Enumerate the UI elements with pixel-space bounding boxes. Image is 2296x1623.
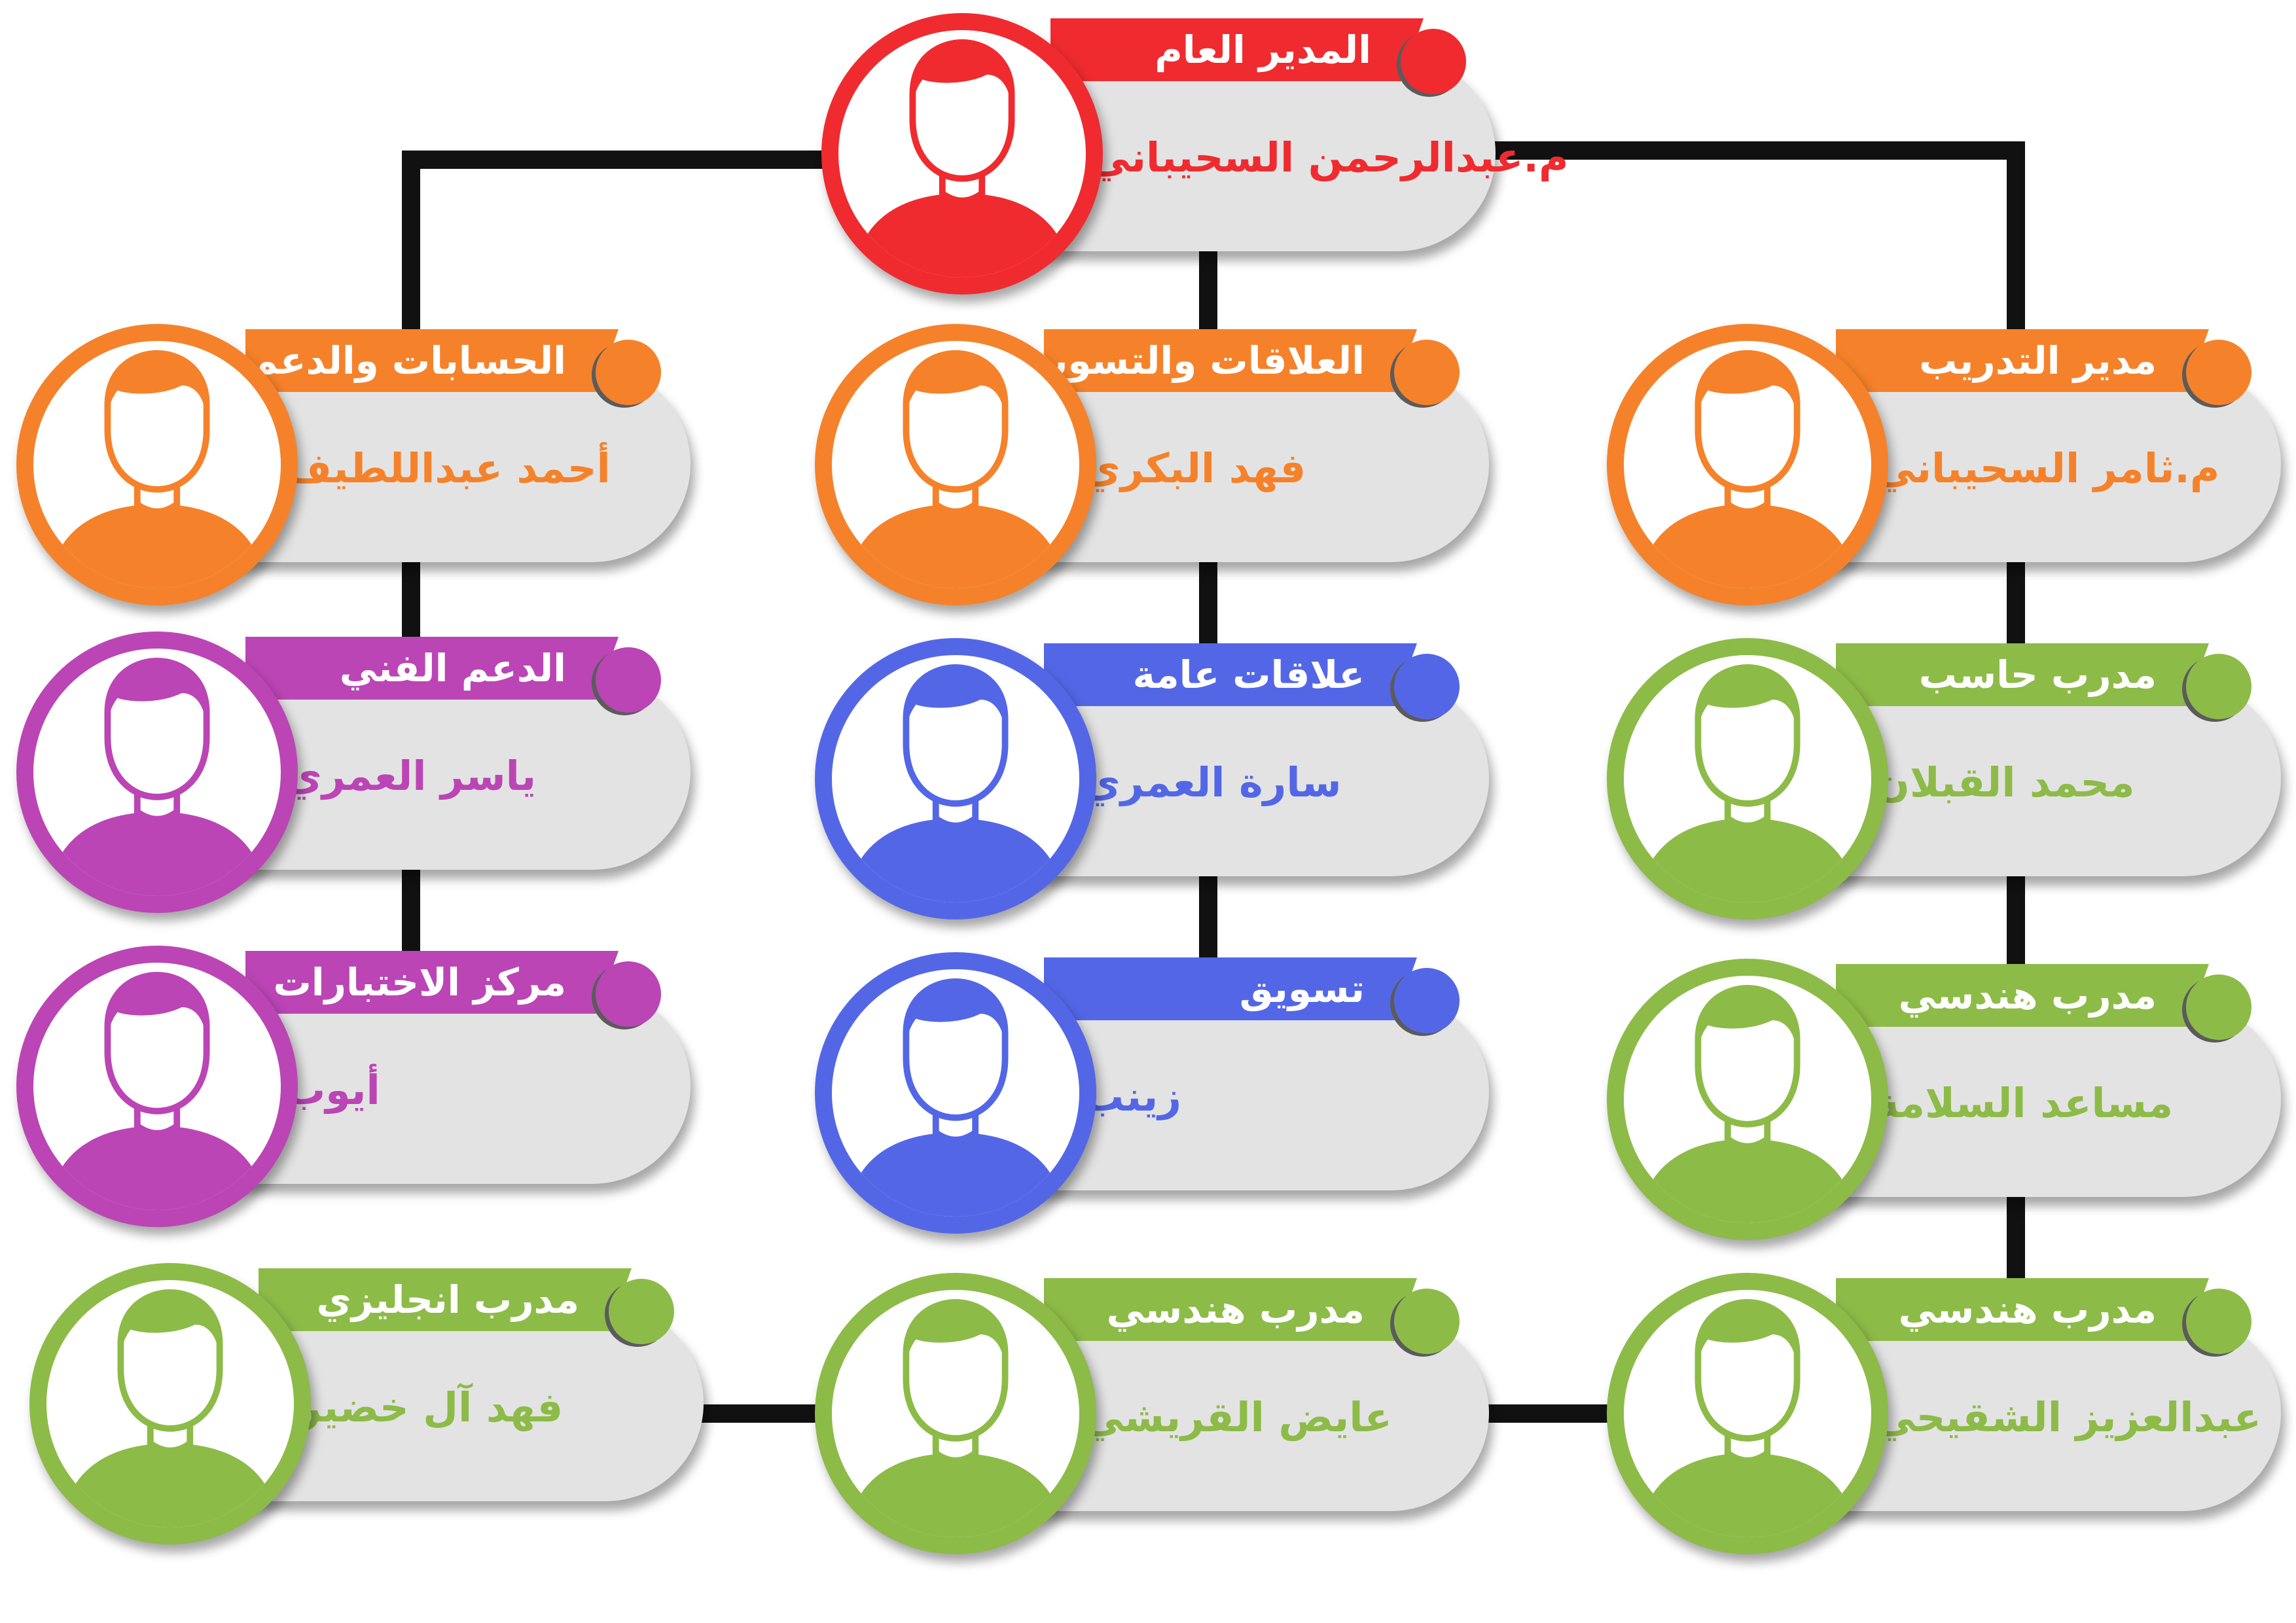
- card-technical-support: الدعم الفني ياسر العمري: [16, 632, 704, 913]
- card-title: العلاقات والتسويق: [1019, 338, 1365, 383]
- card-name: مساعد السلامة: [1875, 1079, 2174, 1127]
- title-banner: مدرب هندسي: [1836, 964, 2209, 1027]
- accent-dot: [2186, 654, 2251, 719]
- title-banner: علاقات عامة: [1044, 643, 1417, 706]
- person-avatar-icon: [33, 649, 281, 896]
- person-avatar-icon: [33, 341, 281, 588]
- card-name: م.عبدالرحمن السحيباني: [1090, 133, 1569, 181]
- title-banner: مدرب هندسي: [1044, 1278, 1417, 1341]
- avatar: [815, 952, 1096, 1234]
- title-banner: الدعم الفني: [245, 637, 619, 700]
- title-banner: تسويق: [1044, 957, 1417, 1020]
- card-engineering-trainer-3: مدرب هندسي عايض القريشي: [815, 1273, 1502, 1554]
- card-title: الحسابات والدعم: [250, 338, 566, 383]
- card-name: م.ثامر السحيباني: [1875, 444, 2220, 492]
- card-general-manager: المدير العام م.عبدالرحمن السحيباني: [821, 13, 1569, 294]
- card-title: علاقات عامة: [1132, 652, 1365, 697]
- card-testing-center: مركز الاختبارات أيوب: [16, 946, 704, 1227]
- card-name: فهد آل خضير: [298, 1383, 564, 1431]
- accent-dot: [596, 340, 661, 405]
- title-banner: الحسابات والدعم: [245, 329, 619, 392]
- card-title: تسويق: [1239, 967, 1365, 1011]
- card-name: محمد القبلان: [1875, 758, 2135, 806]
- avatar: [1607, 1273, 1888, 1554]
- person-avatar-icon: [838, 30, 1086, 277]
- person-avatar-icon: [1624, 1290, 1871, 1537]
- accent-dot: [609, 1279, 674, 1344]
- accent-dot: [1394, 1289, 1460, 1354]
- card-name: أيوب: [285, 1065, 380, 1114]
- accent-dot: [2186, 340, 2251, 405]
- avatar: [29, 1263, 311, 1544]
- title-banner: مدرب هندسي: [1836, 1278, 2209, 1341]
- accent-dot: [1401, 29, 1466, 94]
- title-banner: مركز الاختبارات: [245, 951, 619, 1014]
- card-title: مدرب انجليزي: [316, 1277, 579, 1322]
- card-name: أحمد عبداللطيف: [285, 444, 611, 492]
- card-title: مدرب هندسي: [1106, 1287, 1365, 1332]
- card-title: مدرب حاسب: [1918, 652, 2157, 697]
- card-title: مركز الاختبارات: [273, 960, 566, 1005]
- person-avatar-icon: [832, 655, 1079, 902]
- card-name: سارة العمري: [1083, 758, 1342, 806]
- person-avatar-icon: [832, 969, 1079, 1217]
- avatar: [16, 946, 298, 1227]
- person-avatar-icon: [1624, 655, 1871, 902]
- connector-top-to-right: [1466, 141, 2025, 366]
- accent-dot: [1394, 654, 1460, 719]
- avatar: [16, 632, 298, 913]
- avatar: [815, 324, 1096, 605]
- card-title: الدعم الفني: [339, 646, 566, 690]
- card-public-relations: علاقات عامة سارة العمري: [815, 638, 1502, 919]
- title-banner: مدرب انجليزي: [259, 1268, 632, 1331]
- card-name: عايض القريشي: [1083, 1393, 1392, 1441]
- accent-dot: [2186, 974, 2251, 1040]
- card-engineering-trainer-2: مدرب هندسي عبدالعزيز الشقيحي: [1607, 1273, 2294, 1554]
- card-title: المدير العام: [1155, 27, 1371, 72]
- card-title: مدرب هندسي: [1898, 973, 2157, 1018]
- avatar: [1607, 324, 1888, 605]
- card-name: عبدالعزيز الشقيحي: [1875, 1393, 2261, 1441]
- person-avatar-icon: [46, 1280, 294, 1527]
- person-avatar-icon: [1624, 976, 1871, 1223]
- title-banner: العلاقات والتسويق: [1044, 329, 1417, 392]
- card-relations-marketing: العلاقات والتسويق فهد البكري: [815, 324, 1502, 605]
- person-avatar-icon: [33, 963, 281, 1210]
- avatar: [821, 13, 1103, 294]
- accent-dot: [2186, 1289, 2251, 1354]
- avatar: [1607, 959, 1888, 1240]
- card-name: ياسر العمري: [285, 751, 537, 800]
- card-accounts-support: الحسابات والدعم أحمد عبداللطيف: [16, 324, 704, 605]
- card-name: فهد البكري: [1083, 444, 1306, 492]
- person-avatar-icon: [1624, 341, 1871, 588]
- card-computer-trainer: مدرب حاسب محمد القبلان: [1607, 638, 2294, 919]
- card-marketing: تسويق زينب: [815, 952, 1502, 1234]
- person-avatar-icon: [832, 1290, 1079, 1537]
- avatar: [815, 638, 1096, 919]
- card-title: مدير التدريب: [1919, 338, 2157, 383]
- card-training-manager: مدير التدريب م.ثامر السحيباني: [1607, 324, 2294, 605]
- connector-top-to-left: [402, 151, 851, 366]
- title-banner: مدير التدريب: [1836, 329, 2209, 392]
- title-banner: المدير العام: [1050, 18, 1424, 81]
- avatar: [815, 1273, 1096, 1554]
- accent-dot: [596, 961, 661, 1027]
- card-title: مدرب هندسي: [1898, 1287, 2157, 1332]
- card-engineering-trainer-1: مدرب هندسي مساعد السلامة: [1607, 959, 2294, 1240]
- card-name: زينب: [1083, 1072, 1181, 1120]
- person-avatar-icon: [832, 341, 1079, 588]
- card-english-trainer: مدرب انجليزي فهد آل خضير: [29, 1263, 717, 1544]
- accent-dot: [1394, 968, 1460, 1033]
- title-banner: مدرب حاسب: [1836, 643, 2209, 706]
- accent-dot: [1394, 340, 1460, 405]
- avatar: [1607, 638, 1888, 919]
- avatar: [16, 324, 298, 605]
- accent-dot: [596, 647, 661, 713]
